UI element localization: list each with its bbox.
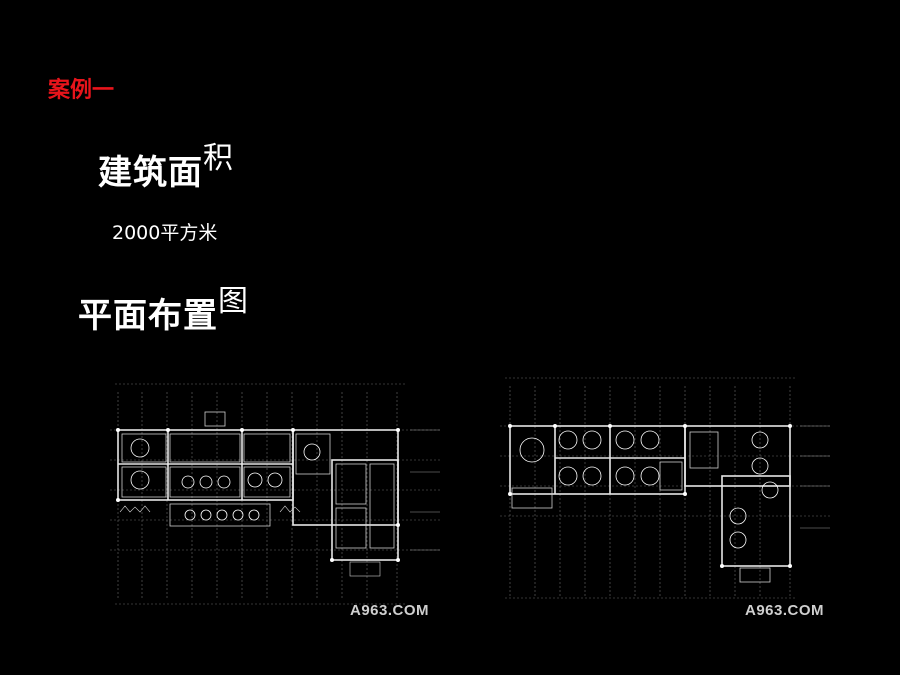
watermark-1: A963.COM bbox=[350, 602, 430, 619]
floor-plan-image-1 bbox=[110, 372, 455, 617]
floor-plan-drawing-1 bbox=[110, 383, 440, 605]
floor-plan-heading-main: 平面布置 bbox=[78, 296, 218, 336]
watermark-2: A963.COM bbox=[745, 602, 825, 619]
floor-plan-heading-tail: 图 bbox=[218, 284, 249, 319]
building-area-heading-tail: 积 bbox=[203, 141, 234, 176]
floor-plan-drawing-2 bbox=[500, 377, 830, 599]
case-label: 案例一 bbox=[48, 78, 115, 103]
floor-plan-image-2 bbox=[500, 368, 845, 617]
building-area-heading-main: 建筑面 bbox=[98, 153, 203, 193]
floor-plan-heading: 平面布置图 bbox=[78, 284, 249, 337]
area-value: 2000平方米 bbox=[112, 222, 218, 244]
building-area-heading: 建筑面积 bbox=[98, 141, 234, 194]
